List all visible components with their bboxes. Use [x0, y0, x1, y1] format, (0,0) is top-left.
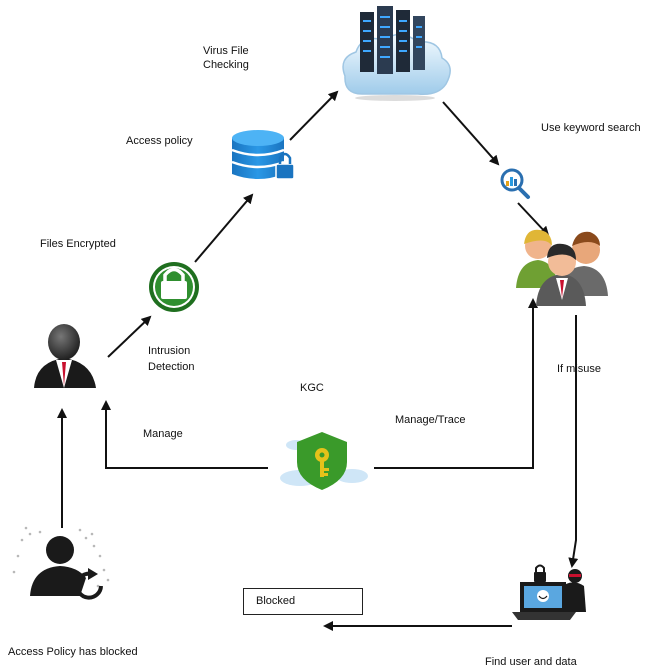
- find-user-and-data-label: Find user and data: [485, 656, 577, 668]
- arrow-user-to-lock: [107, 315, 152, 358]
- if-misuse-label: If misuse: [557, 363, 602, 375]
- virus-file-checking-label: Virus File Checking: [203, 44, 249, 72]
- arrow-search-to-users: [517, 202, 550, 237]
- key-shield-icon: [280, 432, 368, 490]
- arrows: [57, 90, 579, 631]
- manage-trace-label: Manage/Trace: [395, 414, 466, 426]
- arrow-users-to-hacker: [568, 315, 579, 568]
- use-keyword-search-label: Use keyword search: [541, 122, 641, 134]
- intrusion-detection-line1: Intrusion: [148, 345, 191, 357]
- intrusion-detection-line2: Detection: [148, 361, 195, 373]
- files-encrypted-label: Files Encrypted: [40, 238, 116, 250]
- arrow-database-to-cloud: [289, 90, 339, 141]
- cloud-server-icon: [342, 6, 451, 101]
- database-lock-icon: [231, 130, 295, 180]
- access-policy-label: Access policy: [126, 135, 193, 147]
- arrow-lock-to-database: [194, 193, 254, 263]
- manage-label: Manage: [143, 428, 183, 440]
- lock-icon: [149, 262, 199, 312]
- blocked-box: Blocked: [243, 588, 363, 615]
- users-group-icon: [516, 229, 608, 306]
- arrow-cloud-to-search: [442, 101, 500, 166]
- search-analytics-icon: [500, 168, 530, 199]
- arrow-kgc-trace: [374, 298, 538, 469]
- hacker-laptop-icon: [512, 564, 586, 620]
- blocked-user-icon: [12, 526, 110, 600]
- virus-file-checking-line1: Virus File: [203, 45, 249, 57]
- kgc-label: KGC: [300, 382, 324, 394]
- virus-file-checking-line2: Checking: [203, 59, 249, 71]
- user-icon: [34, 324, 96, 388]
- access-policy-has-blocked-label: Access Policy has blocked: [8, 646, 138, 658]
- arrow-kgc-manage: [101, 400, 268, 469]
- blocked-label: Blocked: [256, 595, 296, 607]
- intrusion-detection-label: Intrusion Detection: [148, 344, 194, 374]
